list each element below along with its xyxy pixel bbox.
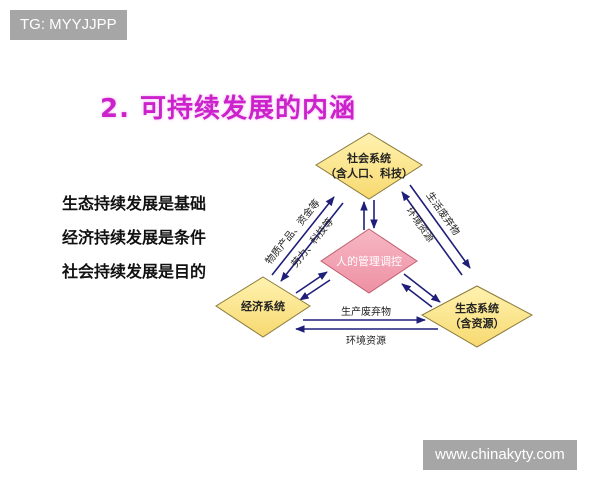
node-social-system: 社会系统 [315,132,423,200]
flow-center-ecological [401,273,441,308]
flow-economic-social [271,196,344,282]
label-ecological-to-social: 环境资源 [404,204,438,244]
node-economic-title: 经济系统 [241,299,285,313]
label-economic-to-ecological: 生产废弃物 [341,305,391,318]
node-ecological-subtitle: （含资源） [450,316,505,330]
principle-social: 社会持续发展是目的 [62,262,207,281]
node-ecological-system: 生态系统 （含资源） [420,285,534,348]
flow-social-center [360,200,378,230]
node-social-subtitle: （含人口、科技） [325,166,413,180]
slide-title: 2. 可持续发展的内涵 [100,94,357,124]
node-economic-system: 经济系统 [215,276,311,338]
arrow-ecological-to-social [401,191,463,276]
watermark-top: TG: MYYJJPP [10,10,127,40]
watermark-bottom: www.chinakyty.com [423,440,577,470]
arrow-economic-to-social [271,196,335,276]
principle-economic: 经济持续发展是条件 [62,228,207,247]
arrow-social-to-ecological [409,184,471,269]
node-ecological-title: 生态系统 [455,301,499,315]
label-economic-to-social: 物质产品、资金等 [262,197,322,267]
node-social-title: 社会系统 [346,151,391,165]
arrow-ecological-to-center [401,283,433,308]
node-center-management: 人的管理调控 [320,228,418,294]
principles-list: 生态持续发展是基础 经济持续发展是条件 社会持续发展是目的 [62,190,206,292]
flow-center-economic [295,271,331,301]
arrow-center-to-ecological [403,273,441,303]
flow-social-ecological [401,184,471,276]
label-ecological-to-economic: 环境资源 [346,334,386,347]
principle-ecological: 生态持续发展是基础 [62,194,207,213]
arrow-center-to-economic [299,279,331,301]
arrow-social-to-economic [280,202,344,282]
flow-economic-ecological [295,316,438,333]
node-center-title: 人的管理调控 [336,254,402,268]
arrow-economic-to-center [295,271,328,294]
